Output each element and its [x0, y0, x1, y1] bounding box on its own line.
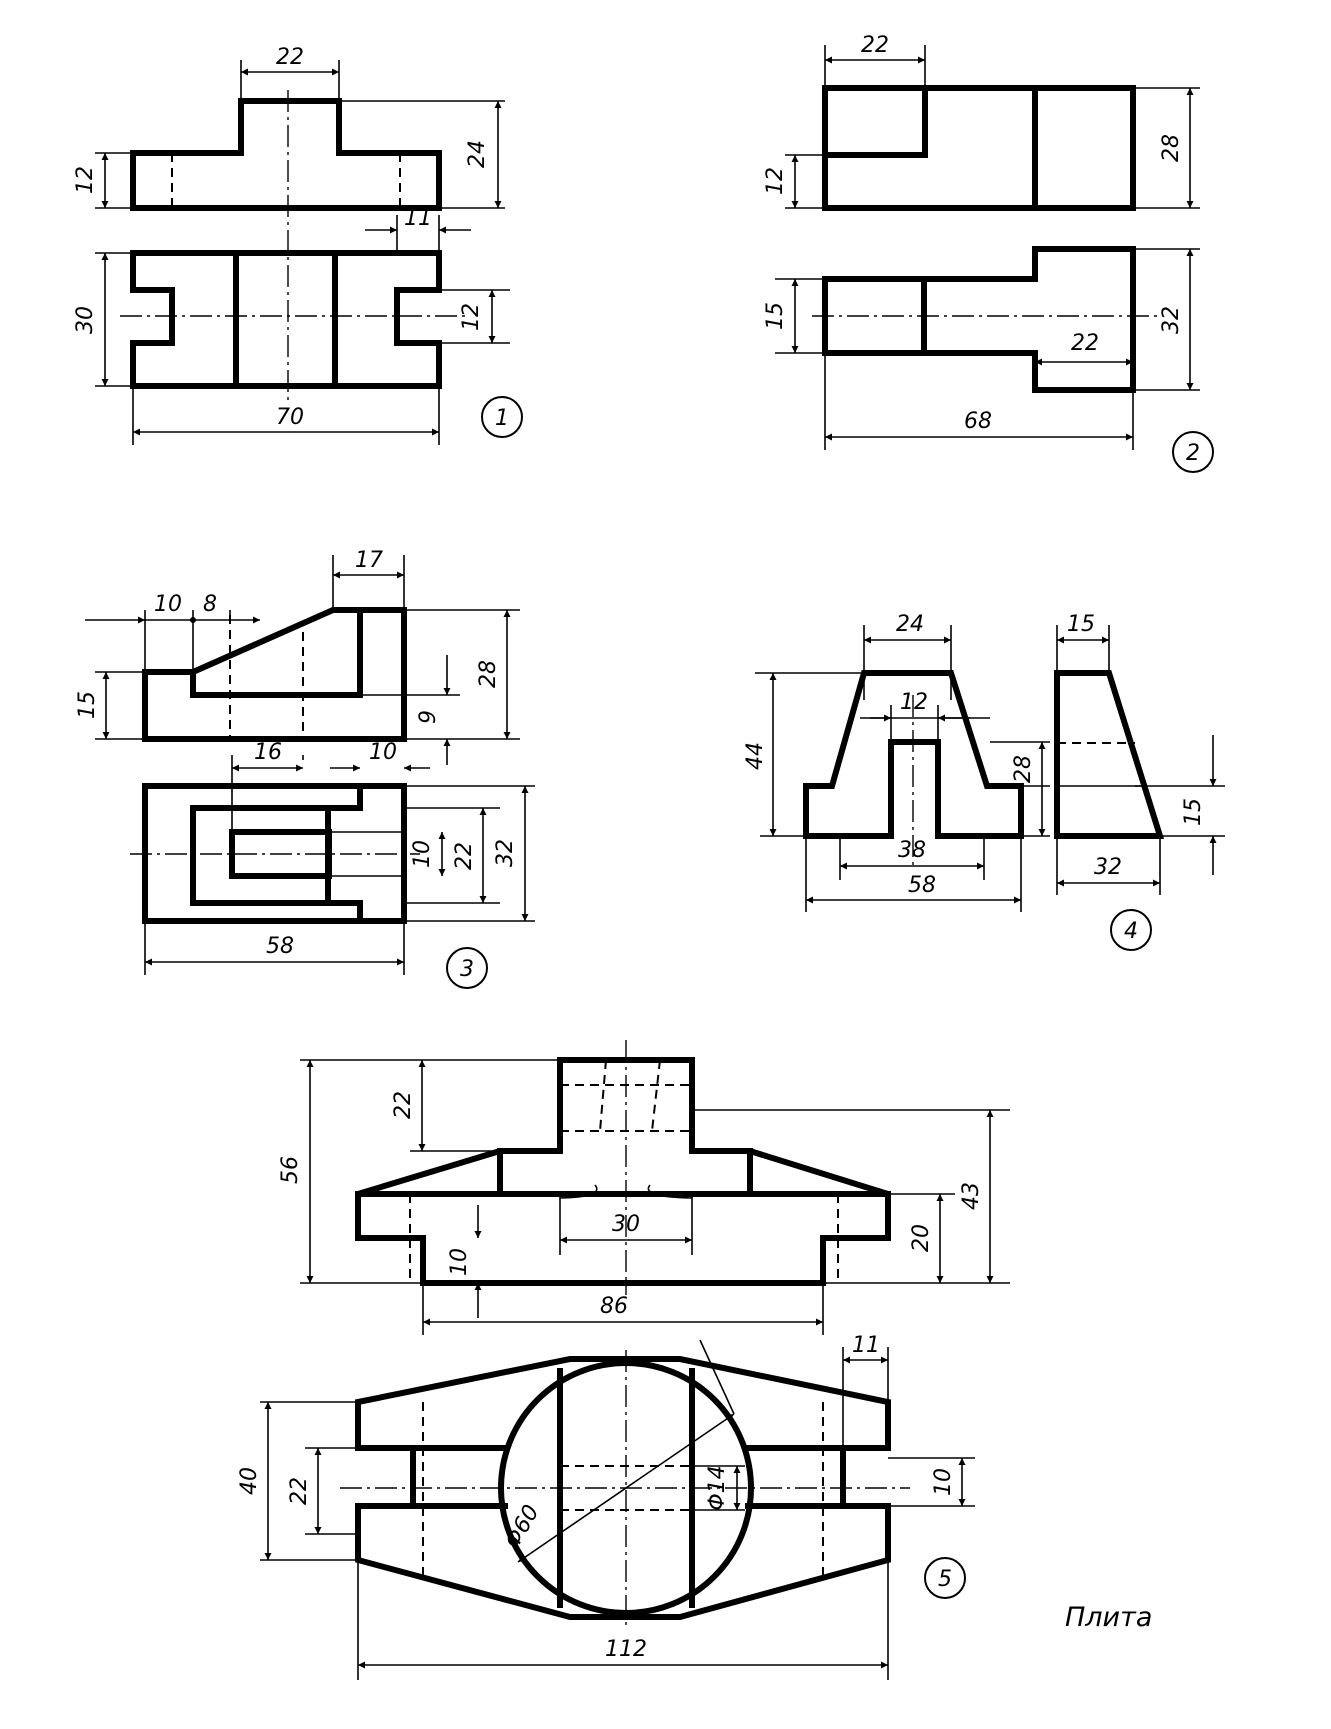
- view-4-dim-58: 58: [908, 873, 936, 898]
- view-5-front-break-right: [647, 1184, 693, 1199]
- view-1-front-outline: [130, 98, 442, 211]
- view-4-dim-44: 44: [743, 742, 768, 770]
- view-2-front-body: [822, 85, 1136, 211]
- view-3-dim-9: 9: [416, 710, 441, 724]
- view-3-dim-10b: 10: [369, 740, 397, 765]
- view-2-dim-22: 22: [861, 33, 889, 58]
- view-3-front-inner: [190, 607, 363, 698]
- view-3-number-circle: [446, 947, 488, 989]
- view-1-dim-30: 30: [73, 306, 98, 334]
- view-3-dim-point: [190, 617, 196, 623]
- view-3-dim-28: 28: [476, 660, 501, 688]
- view-4-dim-12: 12: [900, 690, 928, 715]
- view-2-dim-22b: 22: [1071, 331, 1099, 356]
- view-5-number: 5: [938, 1567, 952, 1592]
- view-4-number-circle: [1110, 909, 1152, 951]
- view-4-dim-28: 28: [1011, 755, 1036, 783]
- view-5-dim-22: 22: [391, 1091, 416, 1119]
- view-5-dim-40: 40: [237, 1467, 262, 1495]
- view-4-dim-38: 38: [898, 838, 926, 863]
- view-5-dim-56: 56: [278, 1156, 303, 1184]
- view-1-dim-22: 22: [276, 45, 304, 70]
- view-1-dim-11: 11: [404, 206, 432, 231]
- view-1: 22 24 12 11 30 12 70 1: [73, 45, 523, 445]
- view-5-dim-86: 86: [600, 1294, 628, 1319]
- view-4-dim-32: 32: [1094, 855, 1122, 880]
- view-3-dim-10c: 10: [410, 840, 435, 868]
- view-3-dim-10: 10: [154, 592, 182, 617]
- view-1-dim-70: 70: [276, 405, 304, 430]
- view-2-number: 2: [1186, 441, 1200, 466]
- view-2-dim-12: 12: [763, 167, 788, 195]
- view-2-front-outline: [822, 85, 928, 158]
- view-2-number-circle: [1172, 431, 1214, 473]
- view-2-top-outline: [822, 246, 1136, 393]
- view-1-dim-24: 24: [465, 140, 490, 168]
- view-2-dim-68: 68: [964, 409, 992, 434]
- view-5-dim-30: 30: [612, 1212, 640, 1237]
- view-5-dim-10: 10: [447, 1248, 472, 1276]
- view-3-number: 3: [460, 957, 474, 982]
- view-5-front-hidden-c1: [599, 1059, 607, 1132]
- view-2-dim-32: 32: [1159, 306, 1184, 334]
- view-5-dim-10b: 10: [931, 1468, 956, 1496]
- view-1-number-circle: [481, 396, 523, 438]
- view-5-dim-20: 20: [909, 1224, 934, 1252]
- view-4-dim-15: 15: [1067, 612, 1095, 637]
- view-1-top-outline: [130, 250, 442, 389]
- view-3-dim-16: 16: [254, 740, 282, 765]
- view-5-number-circle: [924, 1557, 966, 1599]
- view-5: 22 56 43 20 30 10 86 11 40 22 Φ60 Φ14 10…: [237, 1040, 1010, 1680]
- view-4: 24 12 44 28 38 58 15 15 32 4: [743, 612, 1225, 951]
- view-5-dim-22b: 22: [287, 1477, 312, 1505]
- view-3-top-channel: [190, 783, 363, 924]
- view-5-dim-line: [517, 1413, 735, 1563]
- view-5-front-hidden-c2: [651, 1059, 661, 1132]
- view-5-dim-11: 11: [852, 1333, 880, 1358]
- view-4-number: 4: [1124, 919, 1138, 944]
- view-1-dim-12: 12: [73, 166, 98, 194]
- view-2-dim-28: 28: [1159, 134, 1184, 162]
- view-3-dim-8: 8: [203, 592, 217, 617]
- view-3-dim-17: 17: [355, 548, 383, 573]
- view-4-side-outline: [1054, 670, 1165, 839]
- view-2-dim-15: 15: [763, 302, 788, 330]
- view-5-front-outline: [355, 1057, 891, 1286]
- view-3-dim-32: 32: [493, 839, 518, 867]
- view-4-dim-15b: 15: [1181, 798, 1206, 826]
- view-3-dim-15: 15: [75, 691, 100, 719]
- view-5-dim-112: 112: [605, 1637, 647, 1662]
- view-5-dim-43: 43: [959, 1182, 984, 1210]
- view-3-dim-58: 58: [266, 934, 294, 959]
- view-3: 17 10 8 15 28 9 16 10 10 22 32 58 3: [75, 548, 535, 989]
- view-3-front-outline: [142, 607, 407, 742]
- view-5-dim-line: [699, 1339, 735, 1415]
- view-4-dim-24: 24: [896, 612, 924, 637]
- view-3-dim-22: 22: [452, 842, 477, 870]
- view-5-front-break-left: [559, 1184, 598, 1199]
- view-2: 22 12 28 15 22 32 68 2: [763, 33, 1214, 473]
- view-1-dim-12b: 12: [459, 303, 484, 331]
- view-5-dim-phi14: Φ14: [705, 1465, 730, 1510]
- view-1-number: 1: [495, 406, 509, 431]
- drawing-caption: Плита: [1065, 1602, 1152, 1633]
